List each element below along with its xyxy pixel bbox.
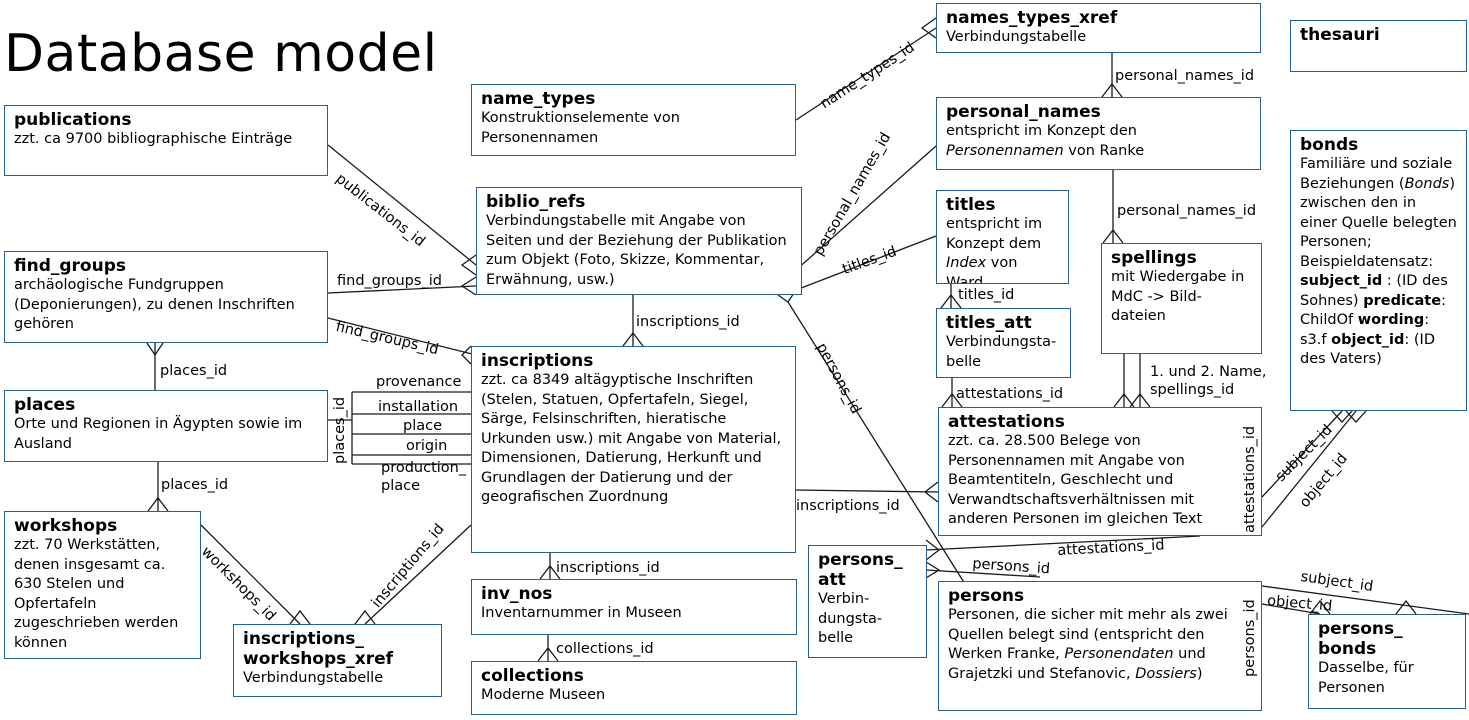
relation-label: personal_names_id (1115, 68, 1255, 84)
relation-label: inscriptions_id (796, 498, 900, 514)
relation-label: places_id (161, 477, 229, 493)
entity-desc: Verbindungsta-belle (946, 334, 1057, 370)
entity-names-types-xref[interactable]: names_types_xref Verbindungstabelle (936, 3, 1261, 53)
entity-name-types[interactable]: name_types Konstruktionselemente von Per… (471, 84, 796, 156)
entity-attestations[interactable]: attestations zzt. ca. 28.500 Belege von … (938, 407, 1262, 536)
entity-title: attestations (948, 412, 1065, 432)
entity-desc: mit Wiedergabe in MdC -> Bild-dateien (1111, 269, 1245, 324)
page-title: Database model (4, 24, 438, 84)
entity-desc: entspricht im Konzept den Personennamen … (946, 123, 1145, 159)
entity-desc: Moderne Museen (481, 687, 606, 703)
relation-label: inscriptions_id (636, 314, 740, 330)
entity-desc: Orte und Regionen in Ägypten sowie im Au… (14, 416, 303, 452)
relation-label: personal_names_id (1117, 203, 1257, 219)
entity-desc: Verbindungstabelle (946, 29, 1087, 45)
entity-places[interactable]: places Orte und Regionen in Ägypten sowi… (4, 390, 328, 462)
entity-workshops[interactable]: workshops zzt. 70 Werkstätten, denen ins… (4, 511, 201, 659)
entity-desc: Personen, die sicher mit mehr als zwei Q… (948, 607, 1228, 682)
entity-title: thesauri (1300, 25, 1380, 45)
entity-persons[interactable]: persons Personen, die sicher mit mehr al… (938, 581, 1262, 711)
relation-label: find_groups_id (337, 273, 442, 289)
entity-title: inscriptions (481, 351, 594, 371)
relation-label: places_id (332, 396, 348, 464)
relation-label: persons_id (1242, 599, 1258, 677)
entity-desc: Familiäre und soziale Beziehungen (Bonds… (1300, 156, 1457, 367)
entity-inv-nos[interactable]: inv_nos Inventarnummer in Museen (471, 579, 797, 635)
entity-title: bonds (1300, 135, 1359, 155)
entity-title: personal_names (946, 102, 1101, 122)
relation-label: production_ place (381, 460, 467, 494)
entity-title: persons_ att (818, 550, 903, 590)
entity-desc: Verbin-dungsta-belle (818, 591, 883, 646)
entity-collections[interactable]: collections Moderne Museen (471, 661, 797, 715)
entity-desc: zzt. 70 Werkstätten, denen insgesamt ca.… (14, 537, 179, 651)
entity-title: titles (946, 195, 996, 215)
entity-desc: zzt. ca 8349 altägyptische Inschriften (… (481, 372, 782, 505)
relation-label: origin (406, 438, 448, 454)
entity-title: places (14, 395, 76, 415)
relation-label: places_id (160, 363, 228, 379)
entity-titles[interactable]: titles entspricht im Konzept dem Index v… (936, 190, 1069, 284)
relation-label: place (403, 418, 443, 434)
entity-titles-att[interactable]: titles_att Verbindungsta-belle (936, 308, 1071, 378)
relation-label: installation (378, 399, 459, 415)
entity-desc: entspricht im Konzept dem Index von Ward (946, 216, 1043, 284)
entity-desc: zzt. ca 9700 bibliographische Einträge (14, 131, 293, 147)
entity-find-groups[interactable]: find_groups archäologische Fundgruppen (… (4, 251, 328, 343)
entity-title: persons (948, 586, 1025, 606)
entity-bonds[interactable]: bonds Familiäre und soziale Beziehungen … (1290, 130, 1467, 411)
entity-desc: archäologische Fundgruppen (Deponierunge… (14, 277, 295, 332)
relation-label: attestations_id (956, 386, 1064, 402)
entity-title: workshops (14, 516, 118, 536)
entity-persons-bonds[interactable]: persons_ bonds Dasselbe, für Personen (1308, 614, 1466, 709)
entity-title: spellings (1111, 248, 1197, 268)
relation-label: inscriptions_id (556, 560, 660, 576)
entity-desc: zzt. ca. 28.500 Belege von Personennamen… (948, 433, 1203, 527)
entity-inscriptions-workshops-xref[interactable]: inscriptions_ workshops_xref Verbindungs… (233, 624, 442, 697)
entity-title: name_types (481, 89, 596, 109)
entity-thesauri[interactable]: thesauri (1290, 20, 1467, 72)
entity-desc: Verbindungstabelle mit Angabe von Seiten… (486, 213, 787, 288)
entity-desc: Konstruktionselemente von Personennamen (481, 110, 680, 146)
entity-title: publications (14, 110, 132, 130)
relation-label: collections_id (556, 641, 654, 657)
entity-inscriptions[interactable]: inscriptions zzt. ca 8349 altägyptische … (471, 346, 796, 553)
relation-label: titles_id (958, 287, 1015, 303)
relation-label: provenance (376, 374, 462, 390)
entity-title: inscriptions_ workshops_xref (243, 629, 394, 669)
entity-title: persons_ bonds (1318, 619, 1403, 659)
entity-desc: Inventarnummer in Museen (481, 605, 682, 621)
entity-persons-att[interactable]: persons_ att Verbin-dungsta-belle (808, 545, 927, 658)
entity-biblio-refs[interactable]: biblio_refs Verbindungstabelle mit Angab… (476, 187, 802, 295)
entity-publications[interactable]: publications zzt. ca 9700 bibliographisc… (4, 105, 328, 176)
entity-desc: Verbindungstabelle (243, 670, 384, 686)
relation-label: 1. und 2. Name, spellings_id (1150, 364, 1267, 398)
entity-title: names_types_xref (946, 8, 1118, 28)
entity-title: titles_att (946, 313, 1032, 333)
entity-spellings[interactable]: spellings mit Wiedergabe in MdC -> Bild-… (1101, 243, 1262, 354)
entity-personal-names[interactable]: personal_names entspricht im Konzept den… (936, 97, 1261, 170)
entity-title: collections (481, 666, 584, 686)
entity-desc: Dasselbe, für Personen (1318, 660, 1414, 696)
relation-label: attestations_id (1242, 425, 1258, 533)
entity-title: inv_nos (481, 584, 553, 604)
entity-title: find_groups (14, 256, 126, 276)
entity-title: biblio_refs (486, 192, 586, 212)
